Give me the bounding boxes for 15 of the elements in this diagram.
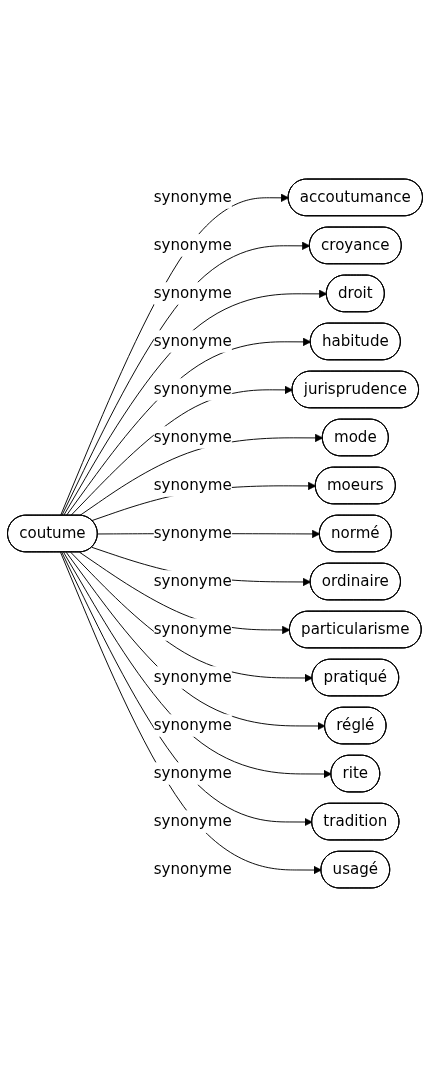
edge-label: synonyme [153, 812, 232, 831]
edge-label: synonyme [153, 332, 232, 350]
edge-label: synonyme [153, 620, 232, 638]
edge-label: synonyme [153, 428, 232, 446]
edge-label: synonyme [153, 860, 232, 879]
edge-label: synonyme [153, 524, 232, 542]
edge-label: synonyme [153, 572, 232, 590]
edge-label: synonyme [153, 668, 232, 687]
edge-label: synonyme [153, 236, 232, 254]
edge-label: synonyme [153, 284, 232, 302]
edge-label: synonyme [153, 716, 232, 735]
edge-label: synonyme [153, 764, 232, 783]
edge-label: synonyme [153, 380, 232, 398]
edge-label: synonyme [153, 476, 232, 494]
edge-label: synonyme [153, 187, 232, 206]
